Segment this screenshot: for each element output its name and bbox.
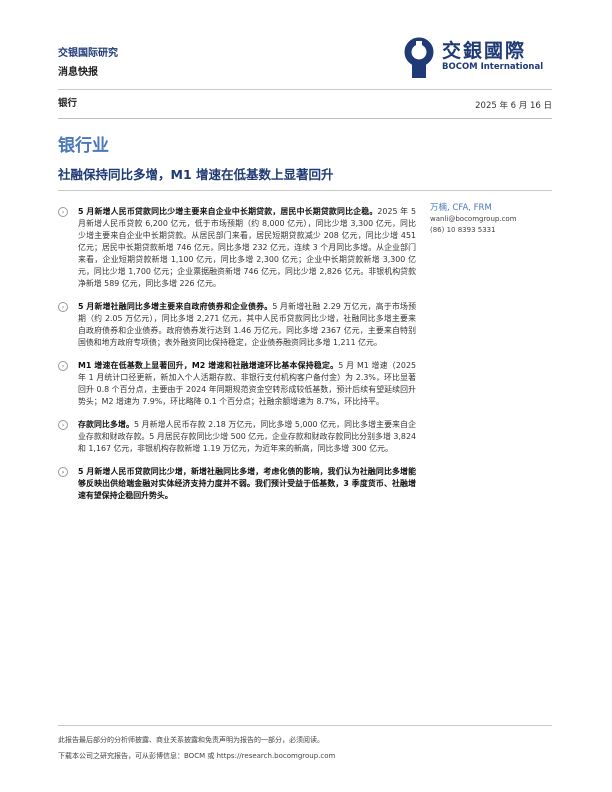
paragraph-body: 5 月 M1 增速（2025 年 1 月统计口径更新，新加入个人活期存款、非银行… — [78, 361, 416, 406]
report-type: 消息快报 — [58, 67, 98, 78]
chevron-right-icon: › — [58, 361, 68, 371]
sector-heading: 银行业 — [58, 136, 109, 156]
research-link[interactable]: 下载本公司之研究报告，可从彭博信息：BOCM 或 https://researc… — [58, 752, 336, 760]
analyst-phone: (86) 10 8393 5331 — [430, 226, 496, 234]
paragraph-lead: 5 月新增人民币贷款同比少增主要来自企业中长期贷款，居民中长期贷款同比企稳。 — [78, 207, 378, 216]
footer-divider — [58, 725, 552, 726]
analyst-email[interactable]: wanli@bocomgroup.com — [430, 215, 517, 223]
logo-english-text: BOCOM International — [442, 62, 544, 72]
header-left: 交银国际研究 消息快报 — [58, 47, 118, 79]
paragraph-deposits: › 存款同比多增。5 月新增人民币存款 2.18 万亿元，同比多增 5,000 … — [58, 419, 416, 455]
header-divider — [58, 89, 552, 90]
paragraph-lead: 存款同比多增。 — [78, 420, 134, 429]
chevron-right-icon: › — [58, 420, 68, 430]
sector-label: 银行 — [58, 98, 78, 109]
paragraph-loans: › 5 月新增人民币贷款同比少增主要来自企业中长期贷款，居民中长期贷款同比企稳。… — [58, 206, 416, 290]
paragraph-m1-m2: › M1 增速在低基数上显著回升，M2 增速和社融增速环比基本保持稳定。5 月 … — [58, 360, 416, 408]
report-date: 2025 年 6 月 16 日 — [475, 101, 552, 111]
title-divider — [58, 190, 552, 191]
analyst-name: 万楠, CFA, FRM — [430, 203, 492, 213]
logo-chinese-text: 交銀國際 — [442, 40, 527, 62]
section-divider — [58, 118, 552, 119]
paragraph-social-financing: › 5 月新增社融同比多增主要来自政府债券和企业债券。5 月新增社融 2.29 … — [58, 301, 416, 349]
paragraph-body: 2025 年 5 月新增人民币贷款 6,200 亿元，低于市场预期（约 8,00… — [78, 207, 416, 288]
paragraph-conclusion: › 5 月新增人民币贷款同比少增，新增社融同比多增，考虑化债的影响，我们认为社融… — [58, 466, 416, 502]
report-title: 社融保持同比多增，M1 增速在低基数上显著回升 — [58, 167, 334, 182]
paragraph-lead: 5 月新增人民币贷款同比少增，新增社融同比多增，考虑化债的影响，我们认为社融同比… — [78, 467, 416, 500]
bocom-logo-icon — [404, 37, 434, 78]
paragraph-lead: M1 增速在低基数上显著回升，M2 增速和社融增速环比基本保持稳定。 — [78, 361, 339, 370]
disclaimer-text: 此报告最后部分的分析师披露、商业关系披露和免责声明为报告的一部分，必须阅读。 — [58, 736, 324, 744]
report-body: › 5 月新增人民币贷款同比少增主要来自企业中长期贷款，居民中长期贷款同比企稳。… — [58, 206, 416, 513]
chevron-right-icon: › — [58, 467, 68, 477]
chevron-right-icon: › — [58, 302, 68, 312]
paragraph-body: 5 月新增人民币存款 2.18 万亿元，同比多增 5,000 亿元，同比多增主要… — [78, 420, 416, 453]
chevron-right-icon: › — [58, 207, 68, 217]
paragraph-body: 5 月新增社融 2.29 万亿元，高于市场预期（约 2.05 万亿元），同比多增… — [78, 302, 416, 347]
analyst-info: 万楠, CFA, FRM wanli@bocomgroup.com (86) 1… — [430, 202, 552, 236]
footer: 此报告最后部分的分析师披露、商业关系披露和免责声明为报告的一部分，必须阅读。 下… — [58, 732, 552, 764]
company-logo: 交銀國際 BOCOM International — [400, 36, 570, 80]
paragraph-lead: 5 月新增社融同比多增主要来自政府债券和企业债券。 — [78, 302, 273, 311]
firm-name: 交银国际研究 — [58, 48, 118, 59]
